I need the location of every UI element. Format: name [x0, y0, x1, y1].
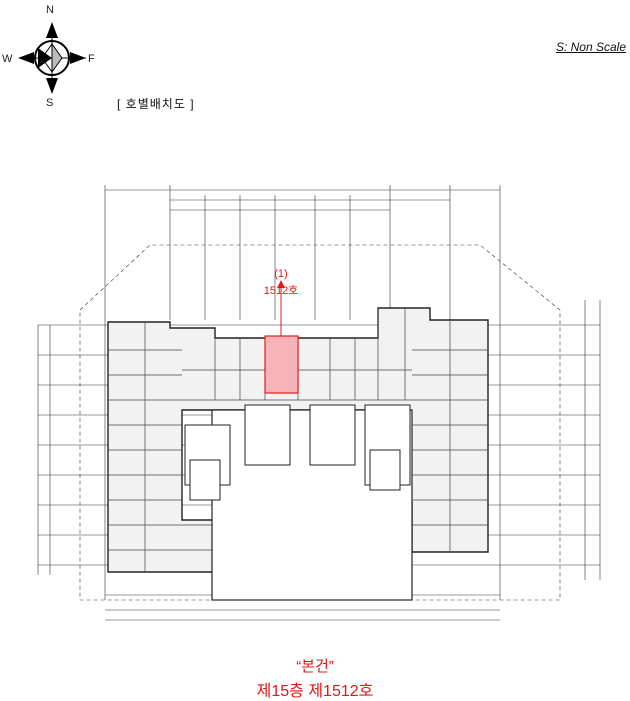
plan-caption: [ 호별배치도 ] [117, 97, 195, 111]
footer-title: “본건” [296, 658, 334, 675]
floor-plan [0, 160, 630, 630]
marker-index: (1) [274, 268, 288, 280]
compass-north: N [46, 4, 54, 16]
compass-east: F [88, 53, 95, 65]
floor-plan-svg [37, 185, 601, 621]
marker-unit-label: 1512호 [263, 285, 299, 297]
footer-unit: 제15층 제1512호 [256, 683, 374, 700]
unit-1512-highlight [264, 335, 299, 394]
scale-note: S: Non Scale [555, 40, 626, 54]
compass-south: S [46, 97, 54, 109]
compass-rose [6, 4, 101, 109]
compass-west: W [2, 53, 13, 65]
